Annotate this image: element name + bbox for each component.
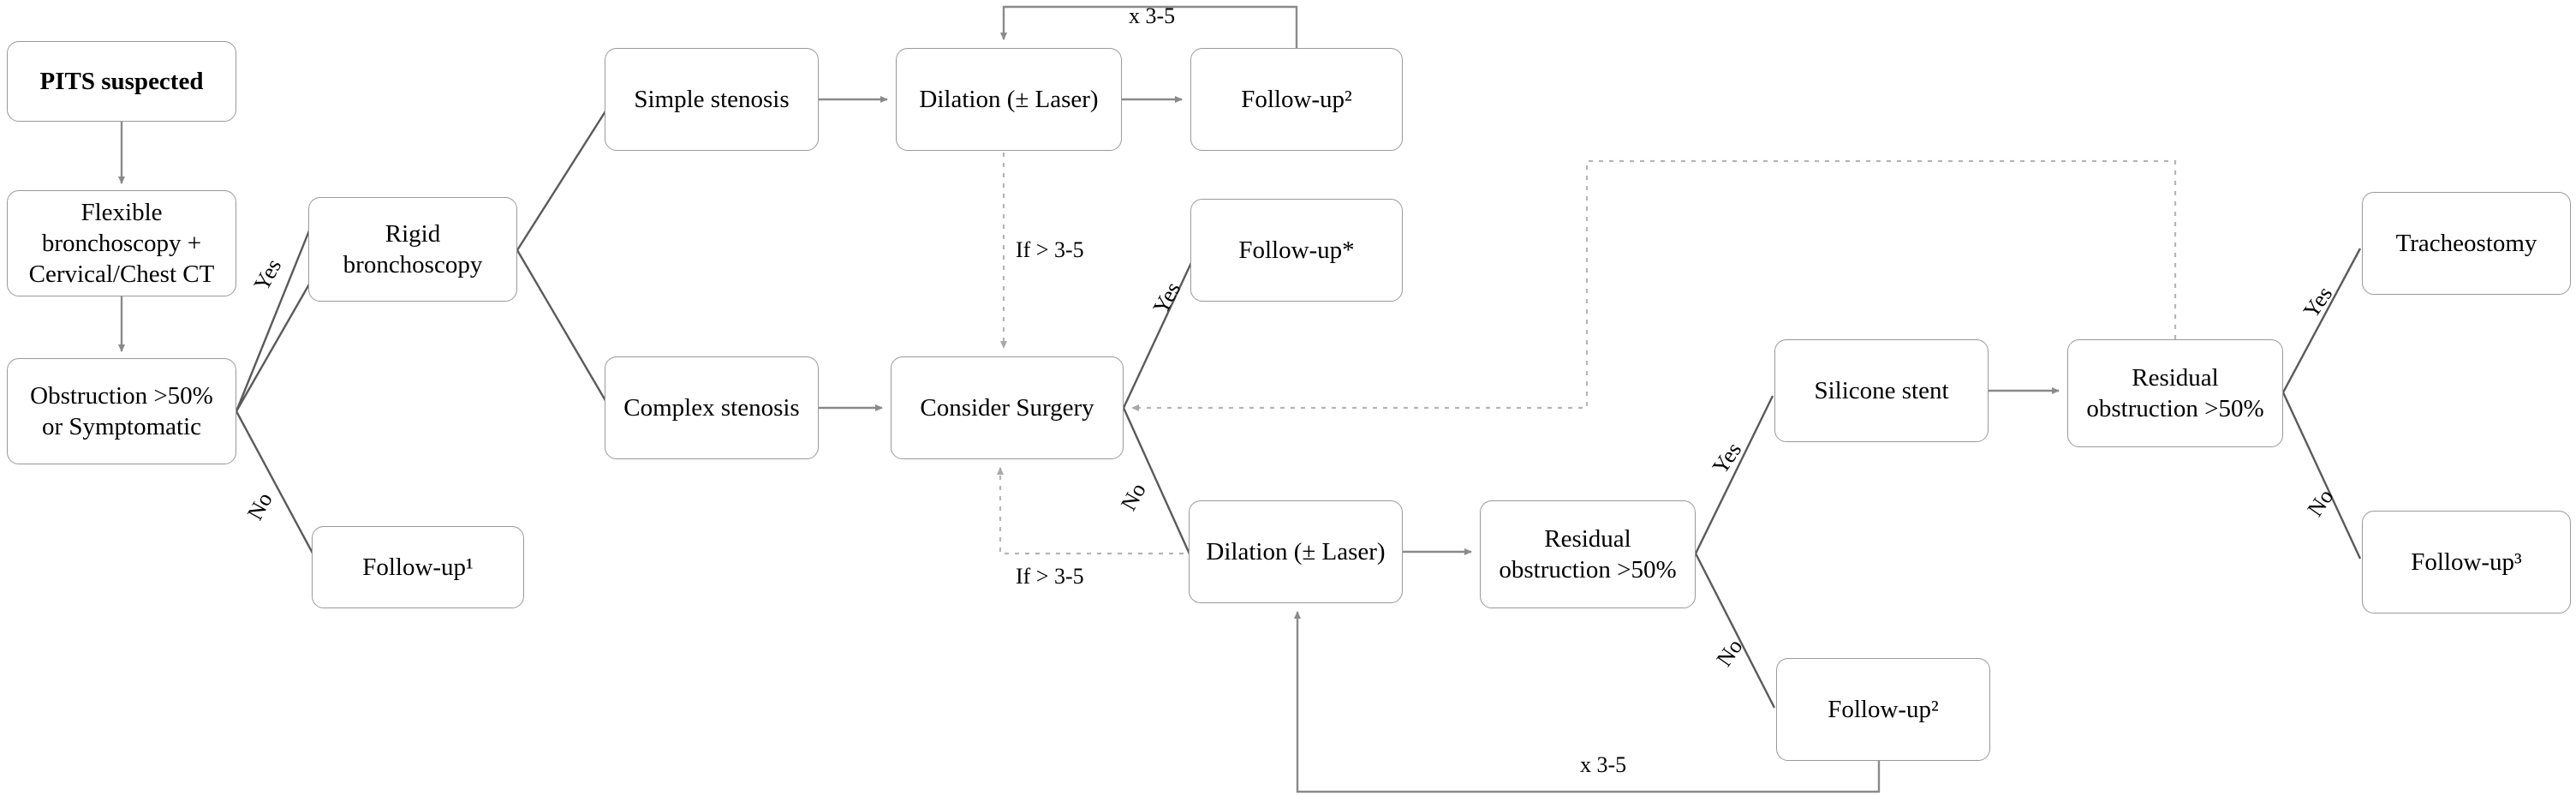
node-label: Rigid bronchoscopy bbox=[343, 219, 483, 278]
node-flexible-bronchoscopy-ct[interactable]: Flexible bronchoscopy + Cervical/Chest C… bbox=[7, 190, 236, 296]
edge-obstruction-yes-rigid bbox=[235, 206, 320, 412]
edge-surgery-yes-followupstar bbox=[1122, 253, 1197, 409]
node-label: Simple stenosis bbox=[634, 85, 790, 113]
node-label: Residual obstruction >50% bbox=[1499, 524, 1677, 584]
edge-label-yes-surgery: Yes bbox=[1148, 278, 1186, 319]
node-followup-3[interactable]: Follow-up³ bbox=[2362, 511, 2571, 613]
node-label: Follow-up¹ bbox=[362, 553, 474, 581]
edge-label-x35-top: x 3-5 bbox=[1129, 3, 1176, 28]
node-followup-2-upper[interactable]: Follow-up² bbox=[1190, 48, 1403, 151]
node-dilation-laser-lower[interactable]: Dilation (± Laser) bbox=[1189, 500, 1403, 603]
edge-label-no-obstruction: No bbox=[242, 488, 277, 524]
edge-label-if35-upper: If > 3-5 bbox=[1016, 237, 1084, 262]
node-followup-2-lower[interactable]: Follow-up² bbox=[1776, 658, 1990, 761]
node-label: Silicone stent bbox=[1814, 376, 1949, 404]
edge-if35-dilation2-to-surgery bbox=[997, 467, 1194, 555]
node-label: Complex stenosis bbox=[623, 393, 800, 422]
node-label: Flexible bronchoscopy + Cervical/Chest C… bbox=[28, 198, 215, 289]
node-consider-surgery[interactable]: Consider Surgery bbox=[891, 356, 1124, 459]
edge-label-yes-obstruction: Yes bbox=[248, 254, 287, 296]
edge-label-no-residual2: No bbox=[2302, 484, 2339, 522]
node-pits-suspected[interactable]: PITS suspected bbox=[7, 41, 236, 122]
edge-obstruction-no-followup1 bbox=[235, 410, 324, 572]
node-label: Follow-up² bbox=[1241, 85, 1352, 113]
node-label: Consider Surgery bbox=[920, 393, 1094, 422]
node-label: Follow-up² bbox=[1828, 695, 1939, 723]
node-label: Follow-up³ bbox=[2411, 548, 2522, 576]
node-dilation-laser-upper[interactable]: Dilation (± Laser) bbox=[896, 48, 1122, 151]
node-label: PITS suspected bbox=[39, 67, 204, 95]
edge-rigid-to-complex bbox=[516, 249, 611, 409]
node-tracheostomy[interactable]: Tracheostomy bbox=[2362, 192, 2571, 295]
edge-label-x35-bottom: x 3-5 bbox=[1580, 752, 1627, 777]
edge-label-if35-lower: If > 3-5 bbox=[1016, 564, 1084, 589]
node-followup-star[interactable]: Follow-up* bbox=[1190, 199, 1403, 302]
edge-label-yes-residual2: Yes bbox=[2298, 281, 2338, 323]
node-residual-obstruction-2[interactable]: Residual obstruction >50% bbox=[2067, 339, 2283, 447]
edge-label-no-surgery: No bbox=[1116, 478, 1151, 515]
node-label: Obstruction >50% or Symptomatic bbox=[30, 381, 213, 440]
edge-label-yes-residual1: Yes bbox=[1707, 437, 1747, 479]
node-complex-stenosis[interactable]: Complex stenosis bbox=[605, 356, 819, 459]
edge-label-no-residual1: No bbox=[1711, 634, 1748, 672]
node-silicone-stent[interactable]: Silicone stent bbox=[1774, 339, 1989, 442]
node-label: Dilation (± Laser) bbox=[1206, 537, 1386, 566]
node-label: Tracheostomy bbox=[2395, 229, 2537, 257]
node-label: Follow-up* bbox=[1238, 236, 1355, 264]
node-rigid-bronchoscopy[interactable]: Rigid bronchoscopy bbox=[308, 197, 517, 302]
node-residual-obstruction-1[interactable]: Residual obstruction >50% bbox=[1480, 500, 1696, 608]
node-label: Residual obstruction >50% bbox=[2086, 363, 2264, 422]
edge-residual2-no-followup3 bbox=[2281, 392, 2362, 560]
edge-residual2-yes-tracheostomy bbox=[2281, 248, 2362, 393]
node-followup-1[interactable]: Follow-up¹ bbox=[312, 526, 524, 608]
edge-rigid-to-simple bbox=[516, 104, 611, 251]
node-obstruction-or-symptomatic[interactable]: Obstruction >50% or Symptomatic bbox=[7, 358, 236, 464]
edge-residual1-no-followup2b bbox=[1694, 553, 1776, 709]
node-label: Dilation (± Laser) bbox=[919, 85, 1099, 113]
edge-residual1-yes-silicone bbox=[1694, 395, 1774, 554]
node-simple-stenosis[interactable]: Simple stenosis bbox=[605, 48, 819, 151]
